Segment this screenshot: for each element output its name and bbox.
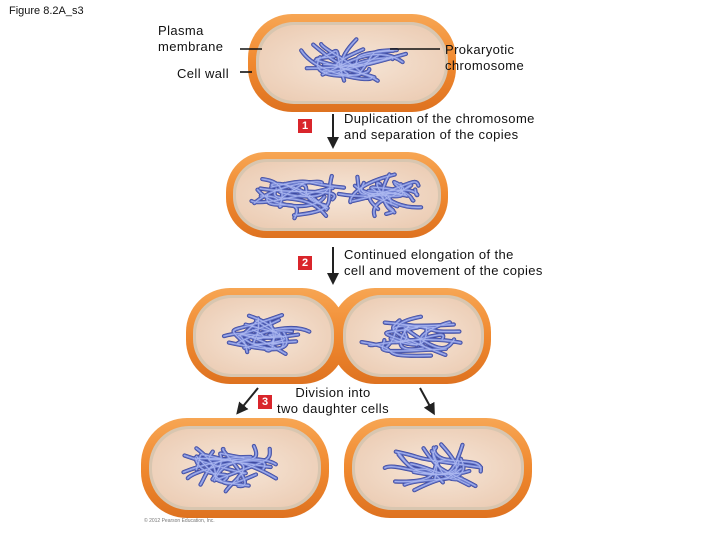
chromosome-tangle <box>221 313 312 356</box>
prokaryotic-chromosome-label: Prokaryotic chromosome <box>445 42 525 73</box>
step-3-text: Division into two daughter cells <box>277 385 389 416</box>
cell-duplicating <box>226 152 448 238</box>
plasma-membrane-label: Plasma membrane <box>158 23 224 54</box>
daughter-cell-right <box>344 418 532 518</box>
chromosome-strand <box>223 314 310 355</box>
cell-dividing <box>186 288 491 384</box>
step-2-badge: 2 <box>298 256 312 270</box>
chromosome-tangle <box>181 443 279 494</box>
step-1-text: Duplication of the chromosome and separa… <box>344 111 535 142</box>
chromosome-tangle <box>249 173 347 221</box>
cell-initial <box>248 14 456 112</box>
step-3-left-arrow <box>236 387 259 415</box>
copyright-notice: © 2012 Pearson Education, Inc. <box>144 518 215 524</box>
chromosome-strand <box>384 443 482 491</box>
chromosome-strand <box>251 175 345 219</box>
step-1-badge: 1 <box>298 119 312 133</box>
step-2-text: Continued elongation of the cell and mov… <box>344 247 543 278</box>
chromosome-strand <box>300 38 407 82</box>
chromosome-strand <box>338 173 422 217</box>
chromosome-tangle <box>382 442 484 493</box>
chromosome-tangle <box>299 37 408 83</box>
daughter-cell-left <box>141 418 329 518</box>
cell-wall-label: Cell wall <box>177 66 230 81</box>
step-3-badge: 3 <box>258 395 272 409</box>
chromosome-tangle <box>359 314 463 358</box>
chromosome-tangle <box>336 172 424 219</box>
chromosome-strand <box>361 316 461 357</box>
figure-label: Figure 8.2A_s3 <box>9 5 84 17</box>
step-3-right-arrow <box>419 387 435 416</box>
chromosome-strand <box>183 445 277 492</box>
